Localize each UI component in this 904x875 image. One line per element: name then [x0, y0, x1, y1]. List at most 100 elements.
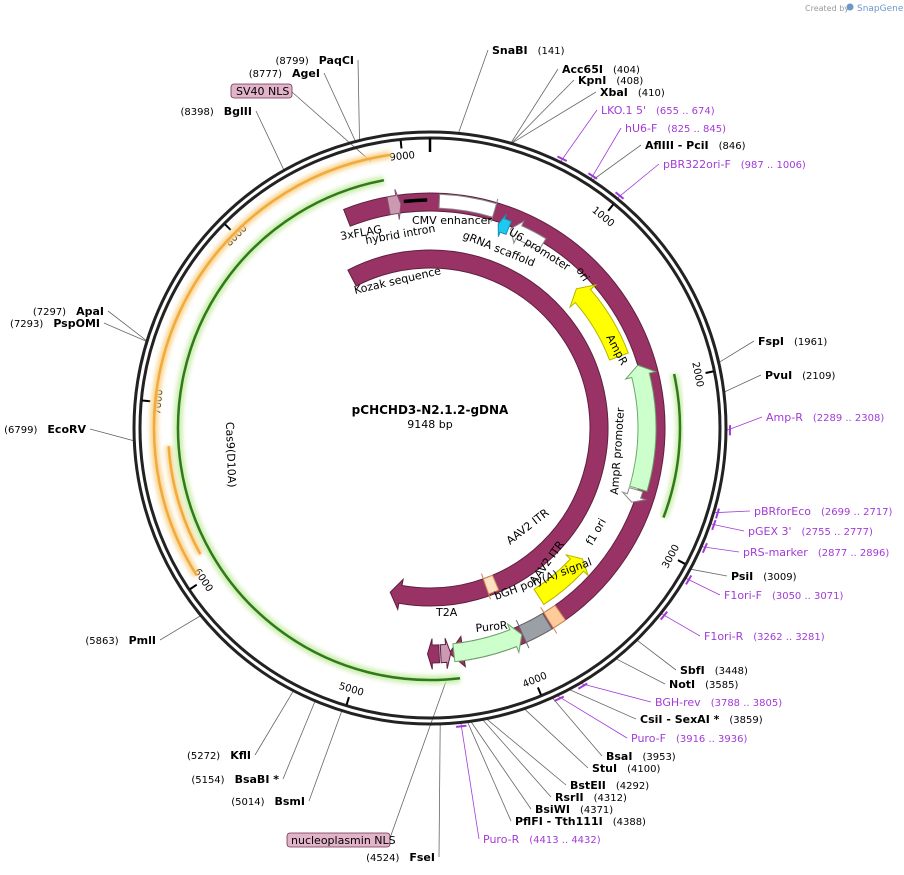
primer-lko-1-5-mark	[557, 155, 568, 162]
site-fspi-pos: (1961)	[794, 337, 827, 348]
site-stui-name: StuI	[592, 762, 617, 775]
site-bsiwi-name: BsiWI	[535, 803, 570, 816]
site-acc65i-pos: (404)	[613, 65, 640, 76]
site-fsei-name: FseI	[409, 851, 435, 864]
primer-pgex-3-leader	[710, 523, 745, 532]
primer-pgex-3: pGEX 3'(2755 .. 2777)	[748, 525, 873, 538]
site-agei-name: AgeI	[292, 67, 320, 80]
site-bsteii-leader	[486, 719, 567, 786]
primer-puro-f-mark	[554, 695, 565, 702]
ori-arrow	[568, 284, 629, 361]
puror-arrow	[452, 622, 523, 663]
site-bsmi: (5014)BsmI	[231, 795, 305, 808]
feature-label-puror: PuroR	[475, 619, 509, 635]
site-bsabi-name: BsaBI *	[235, 773, 280, 786]
site-pmli-pos: (5863)	[85, 636, 118, 647]
tick-label: 1000	[589, 205, 616, 230]
site-snabi-leader	[458, 49, 489, 133]
site-pflfi-tth111i-leader	[467, 722, 512, 822]
tick-mark	[142, 399, 151, 403]
site-pspomi: (7293)PspOMI	[10, 317, 100, 330]
primer-amp-r: Amp-R(2289 .. 2308)	[766, 411, 884, 424]
primer-pbr322ori-f: pBR322ori-F(987 .. 1006)	[663, 158, 806, 171]
site-pmli: (5863) PmlI	[85, 634, 156, 647]
primer-f1ori-r-mark	[660, 610, 669, 621]
primer-hu6-f: hU6-F(825 .. 845)	[625, 122, 726, 135]
site-noti: NotI(3585)	[669, 678, 738, 691]
credit-prefix: Created by	[805, 4, 849, 13]
site-rsrii-name: RsrII	[555, 791, 584, 804]
site-bglii-pos: (8398)	[181, 107, 214, 118]
site-sbfi-leader	[637, 640, 677, 671]
tick-mark	[189, 583, 198, 590]
f1-ori-arrow	[533, 554, 589, 606]
tick-mark	[399, 140, 403, 149]
feature-label-ampr-promoter: AmpR promoter	[608, 407, 627, 496]
primer-f1ori-r: F1ori-R (3262 .. 3281)	[704, 630, 825, 643]
backbone-outer-ring	[132, 130, 728, 726]
primer-f1ori-r-pos: (3262 .. 3281)	[753, 632, 825, 643]
ampr-promoter-arrow	[621, 486, 648, 503]
feature-label-ori: ori	[573, 265, 592, 284]
feature-label-cas9-d10a: Cas9(D10A)	[223, 422, 238, 488]
orf-green-cas9	[176, 179, 461, 682]
site-sbfi-pos: (3448)	[715, 666, 748, 677]
site-bsiwi-pos: (4371)	[580, 805, 613, 816]
site-afliii-pcii-name: AflIII - PciI	[645, 139, 709, 152]
site-afliii-pcii-pos: (846)	[719, 141, 746, 152]
feature-label-cas9: Cas9	[261, 426, 279, 458]
site-acc65i-name: Acc65I	[562, 63, 603, 76]
site-pvui: PvuI (2109)	[765, 369, 836, 382]
sv40-nls-leader	[291, 91, 372, 162]
primer-f1ori-r-name: F1ori-R	[704, 630, 744, 643]
site-pflfi-tth111i-pos: (4388)	[613, 817, 646, 828]
feature-label-cmv-enhancer: CMV enhancer	[412, 214, 492, 227]
primer-pgex-3-pos: (2755 .. 2777)	[802, 527, 874, 538]
site-pvui-name: PvuI	[765, 369, 792, 382]
3xflag-arrow	[386, 189, 402, 220]
site-fsei-pos: (4524)	[366, 853, 399, 864]
site-sbfi-name: SbfI	[680, 664, 705, 677]
hybrid-intron-bar	[403, 198, 428, 204]
u6-promoter-arrow	[510, 220, 547, 252]
site-kfli-pos: (5272)	[187, 751, 220, 762]
site-bsiwi-leader	[470, 721, 532, 810]
primer-lko-1-5-name: LKO.1 5'	[601, 104, 646, 117]
site-pmli-name: PmlI	[129, 634, 156, 647]
primer-lko-1-5-pos: (655 .. 674)	[656, 106, 715, 117]
primer-bgh-rev-leader	[581, 683, 652, 703]
tick-mark	[345, 696, 350, 706]
site-paqci-name: PaqCI	[319, 54, 354, 67]
cas9-d10a-arrow	[342, 192, 666, 668]
nucleoplasmin-nls-box	[286, 832, 391, 848]
site-fspi-name: FspI	[758, 335, 784, 348]
site-fspi: FspI (1961)	[758, 335, 827, 348]
site-bsai-leader	[552, 698, 603, 757]
site-pvui-pos: (2109)	[802, 371, 835, 382]
primer-hu6-f-leader	[590, 127, 622, 179]
site-bsai: BsaI(3953)	[606, 750, 676, 763]
site-fsei-leader	[438, 724, 441, 858]
nucleoplasmin-nls-leader	[389, 680, 447, 839]
orf-orange-outer	[152, 153, 391, 577]
site-fsei: (4524) FseI	[366, 851, 435, 864]
tick-mark	[705, 370, 714, 374]
site-bglii: (8398)BglII	[181, 105, 252, 118]
site-kpni-name: KpnI	[578, 74, 606, 87]
tick-mark	[677, 559, 686, 565]
site-kpni-leader	[511, 79, 575, 143]
site-snabi-pos: (141)	[538, 46, 565, 57]
primer-bgh-rev-pos: (3788 .. 3805)	[711, 698, 783, 709]
primer-amp-r-pos: (2289 .. 2308)	[813, 413, 885, 424]
tick-mark	[607, 203, 615, 212]
site-ecorv-leader	[89, 428, 134, 442]
site-ecorv-pos: (6799)	[4, 425, 37, 436]
primer-puro-r-mark	[456, 724, 467, 728]
site-paqci-pos: (8799)	[276, 56, 309, 67]
site-bsai-pos: (3953)	[642, 752, 675, 763]
primer-f1ori-f-leader	[685, 578, 721, 596]
site-agei-leader	[323, 72, 356, 141]
site-bsiwi: BsiWI (4371)	[535, 803, 613, 816]
primer-pbrforeco-name: pBRforEco	[754, 505, 811, 518]
